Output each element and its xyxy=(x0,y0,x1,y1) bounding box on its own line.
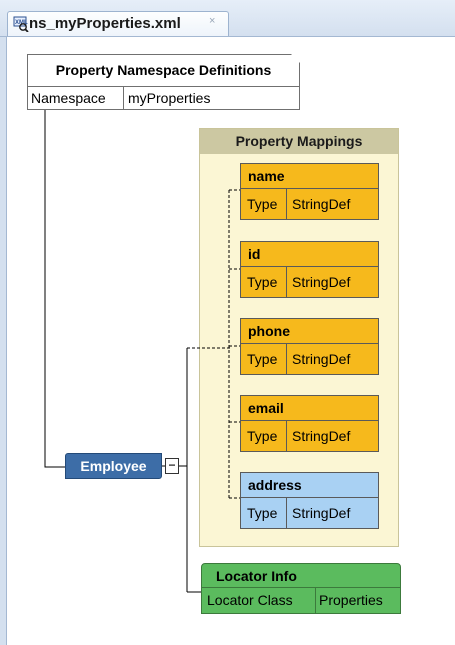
property-type-value[interactable]: StringDef xyxy=(292,274,351,290)
editor-frame-divider xyxy=(6,36,7,645)
collapse-toggle-icon[interactable]: − xyxy=(165,458,179,474)
namespace-definitions-title: Property Namespace Definitions xyxy=(28,55,299,87)
property-type-row: Type StringDef xyxy=(241,344,378,374)
namespace-to-employee-connector xyxy=(44,110,65,468)
property-card-address[interactable]: address Type StringDef xyxy=(240,472,379,529)
property-card-phone[interactable]: phone Type StringDef xyxy=(240,318,379,375)
editor-tab-strip: XML ns_myProperties.xml × xyxy=(0,0,455,36)
property-name: id xyxy=(241,242,378,267)
editor-frame-left xyxy=(0,36,6,645)
folded-corner xyxy=(291,54,300,63)
namespace-row: Namespace myProperties xyxy=(28,87,299,110)
property-mappings-header: Property Mappings xyxy=(200,129,398,154)
property-type-row: Type StringDef xyxy=(241,421,378,451)
property-type-label: Type xyxy=(241,498,287,528)
employee-node[interactable]: Employee xyxy=(65,453,162,479)
property-type-label: Type xyxy=(241,344,287,374)
property-type-label: Type xyxy=(241,421,287,451)
property-type-value[interactable]: StringDef xyxy=(292,196,351,212)
property-card-name[interactable]: name Type StringDef xyxy=(240,163,379,220)
locator-info-box[interactable]: Locator Info Locator Class Properties xyxy=(201,563,401,614)
property-name: address xyxy=(241,473,378,498)
property-type-row: Type StringDef xyxy=(241,189,378,219)
property-name: phone xyxy=(241,319,378,344)
locator-class-value[interactable]: Properties xyxy=(319,592,383,608)
property-type-value[interactable]: StringDef xyxy=(292,505,351,521)
namespace-value[interactable]: myProperties xyxy=(128,90,211,106)
tab-ns-myproperties[interactable]: XML ns_myProperties.xml × xyxy=(7,11,229,36)
property-name: email xyxy=(241,396,378,421)
property-type-row: Type StringDef xyxy=(241,267,378,297)
property-card-email[interactable]: email Type StringDef xyxy=(240,395,379,452)
property-type-row: Type StringDef xyxy=(241,498,378,528)
property-type-label: Type xyxy=(241,267,287,297)
locator-info-title: Locator Info xyxy=(202,564,400,588)
locator-class-label: Locator Class xyxy=(202,588,316,613)
tab-title: ns_myProperties.xml xyxy=(29,15,181,32)
property-type-label: Type xyxy=(241,189,287,219)
property-card-id[interactable]: id Type StringDef xyxy=(240,241,379,298)
close-icon[interactable]: × xyxy=(209,15,216,27)
editor-frame-top xyxy=(0,36,455,37)
property-name: name xyxy=(241,164,378,189)
locator-class-row: Locator Class Properties xyxy=(202,588,400,613)
namespace-definitions-box[interactable]: Property Namespace Definitions Namespace… xyxy=(27,54,300,110)
namespace-key: Namespace xyxy=(28,87,124,110)
xml-schema-file-icon: XML xyxy=(13,16,29,32)
property-type-value[interactable]: StringDef xyxy=(292,351,351,367)
property-type-value[interactable]: StringDef xyxy=(292,428,351,444)
svg-text:XML: XML xyxy=(15,20,28,26)
